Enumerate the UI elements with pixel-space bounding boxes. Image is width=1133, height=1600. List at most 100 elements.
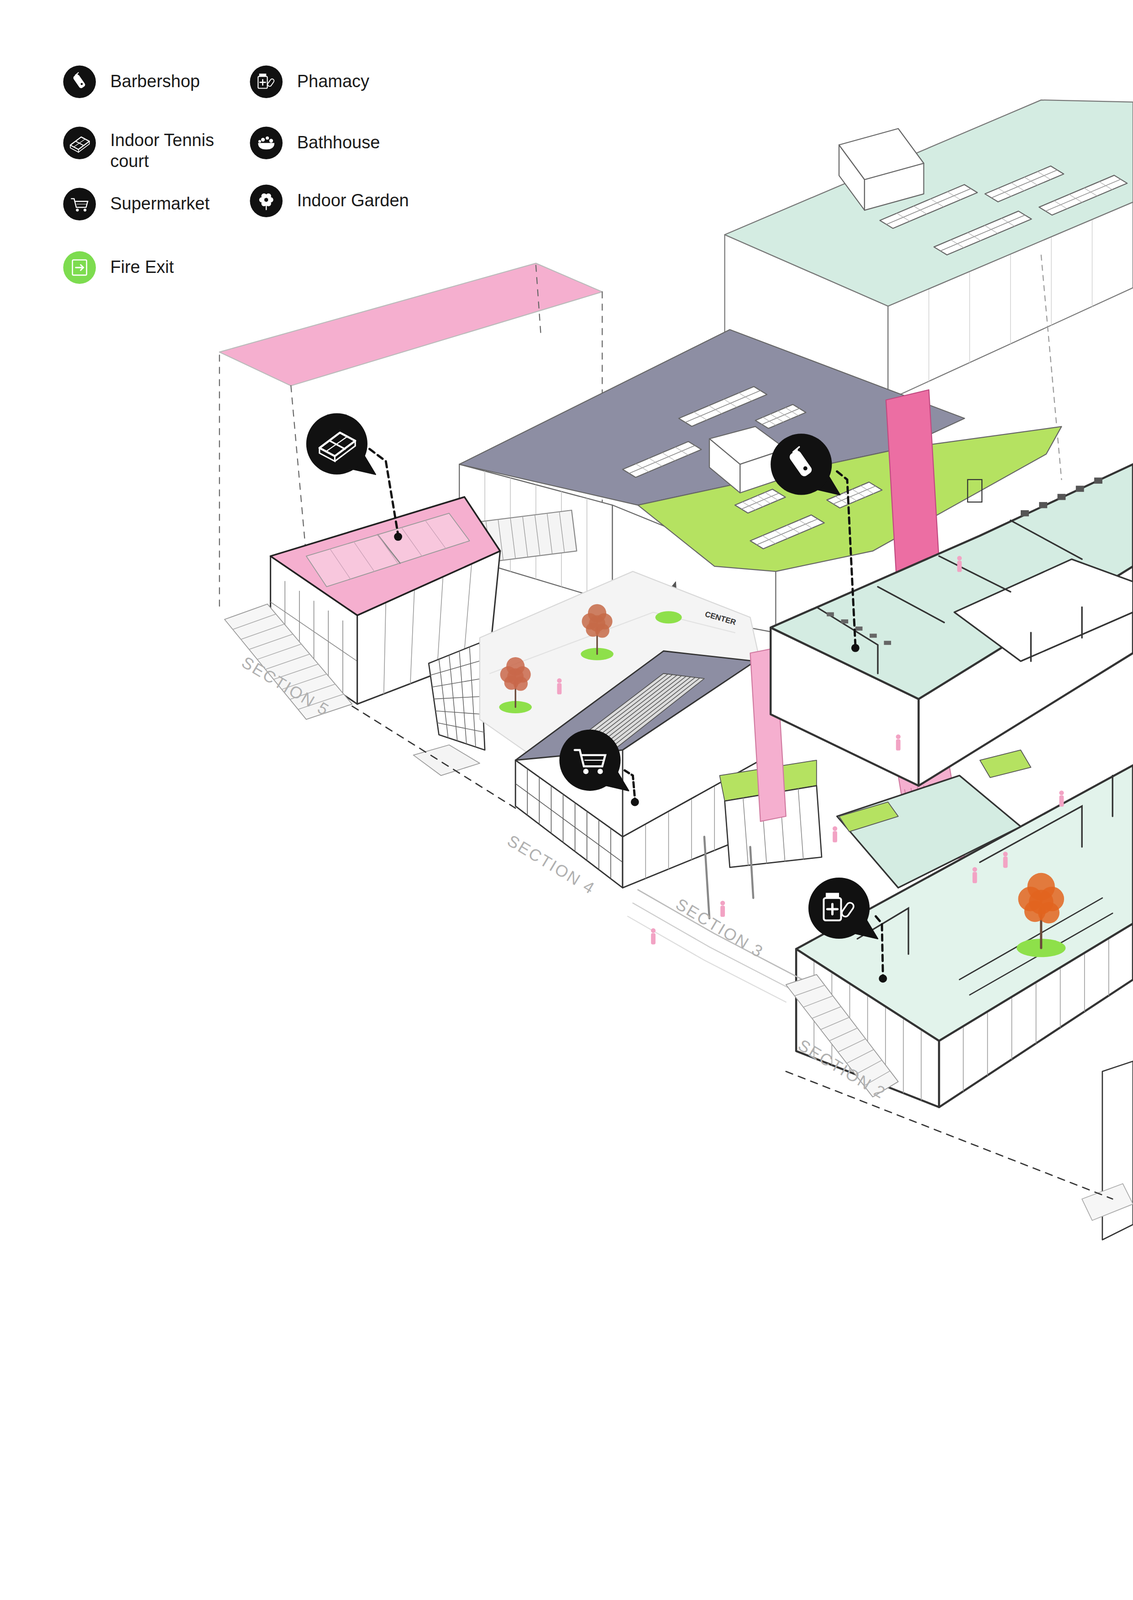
legend-icon <box>247 124 285 162</box>
bubble-symbol <box>265 136 269 140</box>
facade-mullion <box>969 271 971 363</box>
exit-door-symbol <box>72 259 87 275</box>
tree-crown <box>588 615 606 632</box>
tree-crown <box>507 668 524 686</box>
legend-swatch <box>63 251 97 284</box>
planting-bed <box>980 750 1032 778</box>
skylight-ridge <box>741 493 779 510</box>
glass-facade <box>428 643 485 751</box>
barber-glyph <box>787 446 814 478</box>
roof-terrace <box>724 99 1133 307</box>
facade-mullion <box>249 634 294 650</box>
entrance-stairs <box>413 744 480 776</box>
skylight <box>1038 175 1128 216</box>
person-figure <box>832 826 838 831</box>
facade-mullion <box>668 811 670 870</box>
roof-box <box>839 128 924 180</box>
person-figure <box>720 905 725 918</box>
facade-mullion <box>743 798 749 866</box>
tennis-court-symbol <box>319 448 336 462</box>
partition-wall <box>1112 775 1114 817</box>
facade-mullion <box>770 414 784 422</box>
facade-mullion <box>1037 171 1051 180</box>
base-outline <box>638 890 807 982</box>
facade-mullion <box>852 489 866 498</box>
tub-symbol <box>258 142 275 150</box>
legend-text: Barbershop <box>110 71 200 93</box>
legend-text: Phamacy <box>297 71 370 93</box>
marker-disc <box>808 877 870 939</box>
facade-mullion <box>353 541 375 572</box>
pharmacy-glyph <box>258 73 276 89</box>
bath-glyph <box>258 136 275 150</box>
bottle-cap-symbol <box>259 73 267 77</box>
facade-mullion <box>785 407 799 416</box>
skylight-ridge <box>991 170 1058 199</box>
roof-box <box>709 438 740 494</box>
skylight <box>734 489 786 514</box>
marker-disc <box>559 729 621 792</box>
legend-icon-disc <box>250 184 284 218</box>
barber-chair <box>1038 502 1048 509</box>
site-boundary <box>351 706 516 809</box>
facade-mullion <box>1084 188 1098 196</box>
facade-mullion <box>649 458 663 467</box>
partition-wall <box>1080 607 1083 638</box>
facade-mullion <box>330 549 351 580</box>
person-figure <box>720 901 725 906</box>
skylight-ridge <box>1045 179 1122 212</box>
facade-mullion <box>1059 967 1061 1028</box>
legend-text: Supermarket <box>110 193 210 215</box>
facade-mullion <box>693 412 708 420</box>
barber-chair <box>1075 485 1085 492</box>
barber-chair <box>1020 510 1029 517</box>
facade-mullion <box>232 614 277 630</box>
cross-symbol <box>260 81 266 84</box>
marker-glyph <box>574 750 606 775</box>
person-figure <box>957 556 962 561</box>
person-figure <box>1002 851 1008 857</box>
garden-glyph <box>259 193 274 210</box>
tennis-court-floor <box>306 513 470 588</box>
legend-text: Indoor Tennis court <box>110 130 238 172</box>
person-figure <box>1003 856 1008 869</box>
tennis-court-symbol <box>70 136 90 150</box>
skylight <box>985 166 1065 202</box>
facade-mullion <box>762 417 777 425</box>
partition-wall <box>877 587 945 623</box>
tennis-court-symbol <box>78 141 90 153</box>
facade-mullion <box>928 288 929 382</box>
capsule-symbol <box>267 78 275 87</box>
clipper-symbol <box>787 449 814 478</box>
skylight-ridge <box>761 408 800 425</box>
projection-line <box>535 265 541 337</box>
facade-mullion <box>1011 182 1025 191</box>
leader-dot <box>630 798 640 807</box>
facade-mullion <box>547 513 553 555</box>
facade-mullion <box>713 786 715 851</box>
person-figure <box>957 561 962 573</box>
salon-desk <box>869 634 877 639</box>
leader-dot <box>878 974 887 983</box>
facade-mullion <box>765 492 779 501</box>
facade-mullion <box>1024 177 1038 185</box>
projection-line <box>290 385 307 557</box>
cart-glyph <box>71 198 89 212</box>
facade-mullion <box>383 602 386 694</box>
cart-wheel-symbol <box>76 208 79 212</box>
clipper-teeth-symbol <box>73 73 78 77</box>
barber-chair <box>1094 477 1103 484</box>
facade-mullion <box>1054 200 1068 209</box>
facade-mullion <box>535 514 541 556</box>
legend-item: Phamacy <box>247 63 320 85</box>
tennis-line-symbol <box>73 139 85 147</box>
circulation-core <box>886 389 939 574</box>
facade-mullion <box>742 502 756 510</box>
facade-mullion <box>1069 194 1083 203</box>
facade-mullion <box>846 1049 874 1064</box>
support-column <box>704 836 710 919</box>
glass-transom <box>432 678 482 688</box>
person-figure <box>972 867 977 872</box>
legend-item: Barbershop <box>61 63 151 85</box>
